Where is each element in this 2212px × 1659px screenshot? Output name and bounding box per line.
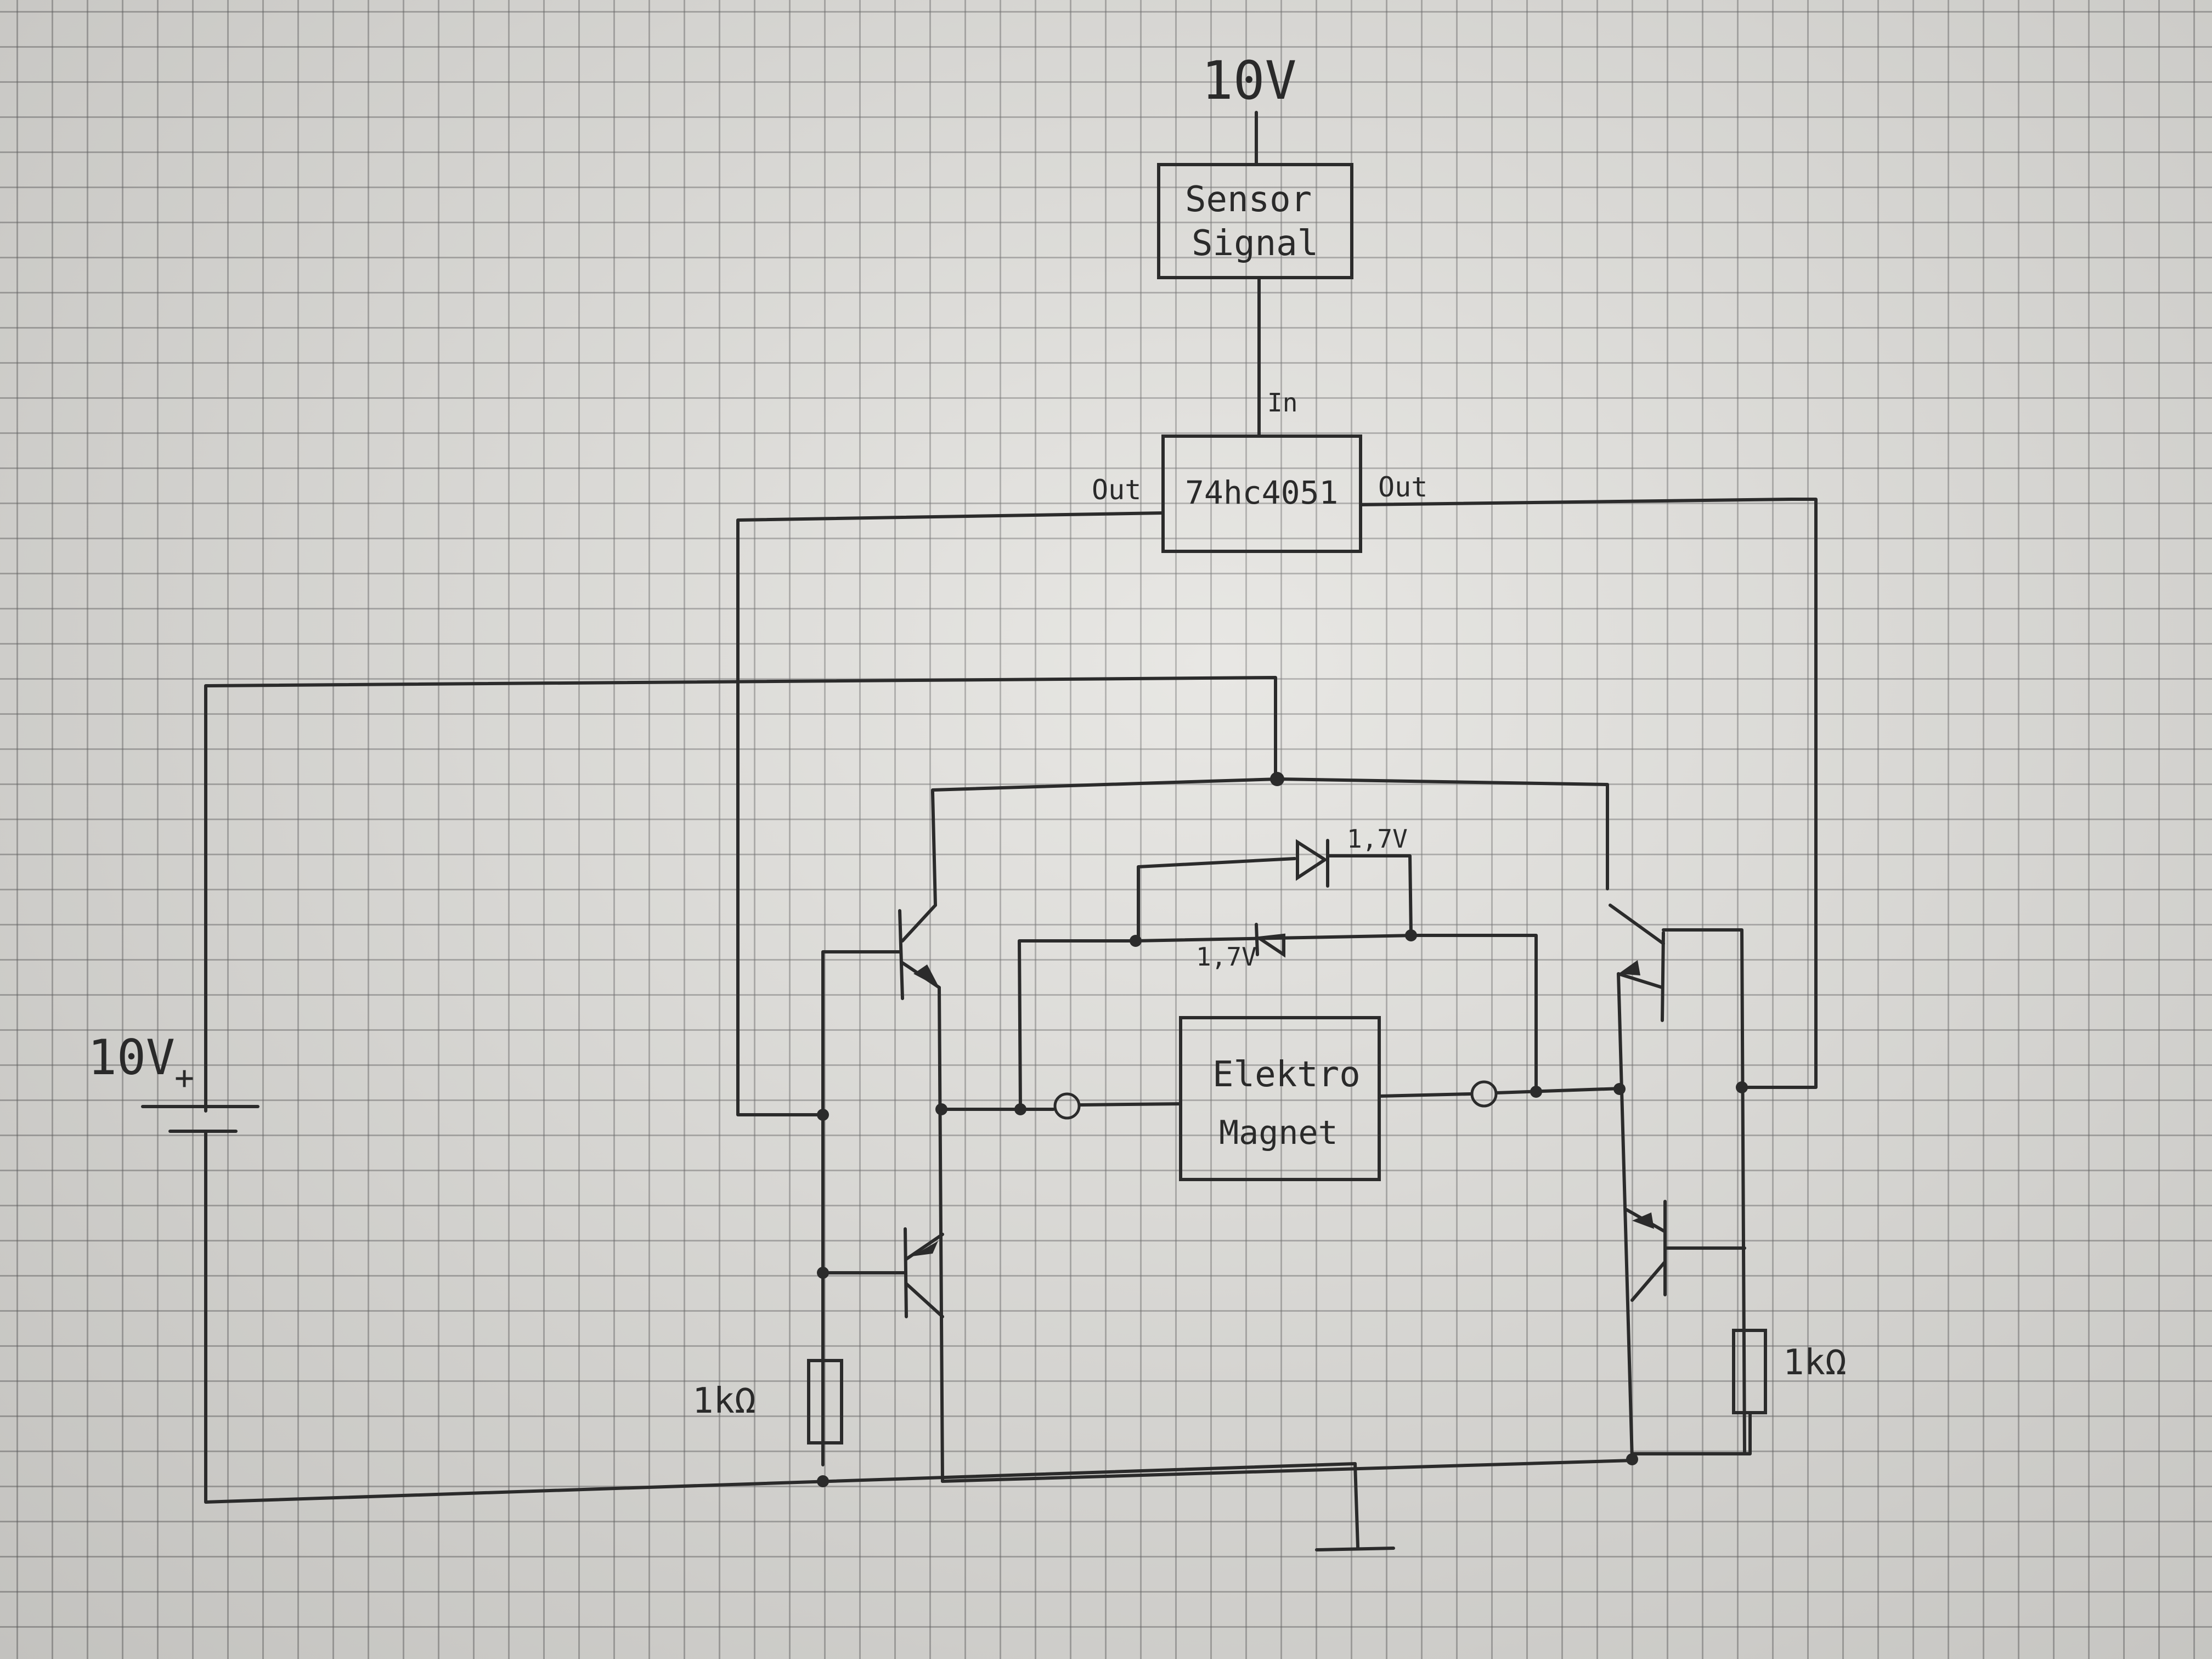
sensor-signal-box: [1157, 163, 1353, 279]
sensor-box-line2: Signal: [1192, 223, 1318, 264]
resistor-right-label: 1kΩ: [1783, 1342, 1847, 1383]
junction-bridge-left: [1014, 1103, 1026, 1115]
junction-diode-right: [1405, 929, 1417, 941]
resistor-left: [807, 1359, 843, 1444]
junction-left-gate: [817, 1109, 829, 1121]
wire-diode-top: [1137, 857, 1296, 943]
wire-battery-top: [204, 676, 1277, 1113]
sensor-box-line1: Sensor: [1185, 179, 1312, 220]
mux-out-left-label: Out: [1092, 474, 1141, 506]
mux-chip-box: [1161, 435, 1362, 553]
diode-top-label: 1,7V: [1347, 824, 1408, 854]
q1-collector: [901, 904, 937, 943]
diode-bottom-bar: [1255, 923, 1259, 956]
junction-left-res-bottom: [817, 1475, 829, 1487]
wire-right-half-bridge: [1617, 972, 1634, 1461]
mux-chip-label: 74hc4051: [1185, 474, 1338, 511]
junction-left-base: [817, 1267, 829, 1279]
diode-top-triangle: [1296, 839, 1328, 881]
electromagnet-line2: Magnet: [1219, 1114, 1338, 1152]
wire-out-left: [736, 511, 1165, 1116]
q4-collector: [1630, 1260, 1667, 1302]
q3-base-bar: [1661, 931, 1665, 1022]
wire-diode-loop: [1018, 934, 1538, 1111]
junction-right-gate: [1736, 1081, 1748, 1093]
battery-label: 10V: [88, 1029, 175, 1086]
terminal-right: [1470, 1080, 1498, 1108]
junction-bridge-right: [1530, 1086, 1542, 1098]
q2-emitter-arrow: [912, 1241, 938, 1256]
wire-diode-top-right: [1326, 854, 1413, 937]
q3-base-lead: [1662, 928, 1746, 1455]
diode-bottom-triangle: [1254, 933, 1285, 958]
q2-collector: [905, 1282, 944, 1318]
wire-top-rail: [931, 777, 1609, 890]
q1-emitter-arrow: [913, 964, 939, 988]
wire-terminal-left-magnet: [1078, 1102, 1182, 1107]
resistor-left-label: 1kΩ: [692, 1381, 756, 1421]
junction-diode-left: [1130, 935, 1142, 947]
wire-ground-rail: [941, 1459, 1634, 1483]
mux-in-label: In: [1267, 388, 1297, 417]
q3-collector: [1609, 904, 1665, 945]
electromagnet-box: [1179, 1016, 1381, 1181]
q1-collector-lead: [931, 791, 937, 907]
wire-out-right: [1359, 498, 1818, 1089]
wire-right-res-bottom: [1630, 1411, 1752, 1455]
q1-base-bar: [898, 909, 904, 1000]
battery-polarity: +: [174, 1059, 194, 1097]
mux-out-right-label: Out: [1378, 471, 1427, 503]
q1-base-lead: [821, 950, 901, 1466]
wire-battery-bottom: [204, 1131, 1357, 1504]
q3-emitter-arrow: [1618, 960, 1640, 975]
ground-symbol: [1315, 1547, 1395, 1551]
q3-emitter: [1617, 972, 1664, 989]
q2-emitter: [905, 1233, 944, 1261]
wire-ground-drop: [1353, 1462, 1359, 1549]
diode-bottom-label: 1,7V: [1196, 942, 1257, 972]
electromagnet-line1: Elektro: [1212, 1054, 1361, 1095]
terminal-left: [1053, 1092, 1081, 1120]
resistor-right: [1732, 1329, 1767, 1414]
q4-emitter-arrow: [1632, 1212, 1654, 1229]
junction-top-rail: [1270, 772, 1284, 786]
wire-terminal-right-bridge: [1495, 1087, 1623, 1094]
supply-top-label: 10V: [1201, 50, 1296, 111]
wire-magnet-right: [1378, 1092, 1472, 1098]
